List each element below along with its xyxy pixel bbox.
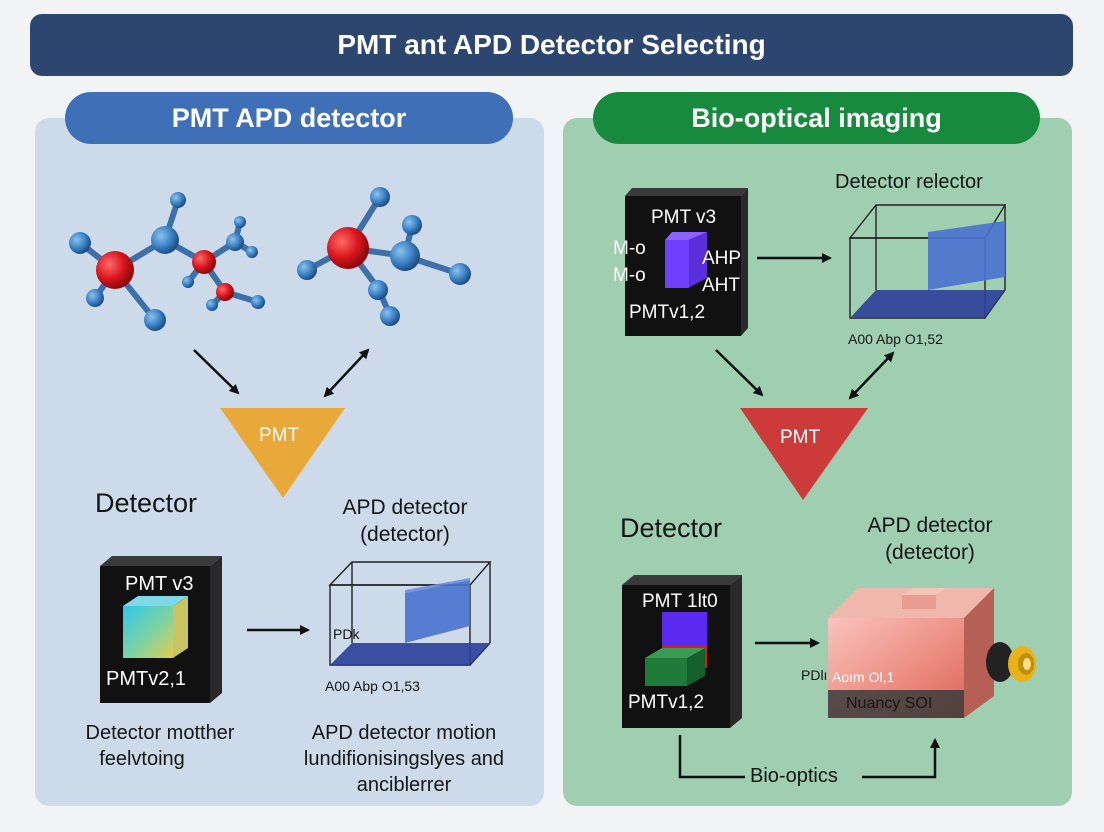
- bio-optics-path-right: [862, 738, 940, 779]
- right-apd-heading-line1: APD detector: [867, 514, 993, 537]
- selector-chart-bottom-label: A00 Abp O1,52: [848, 331, 943, 347]
- left-apd-heading-line2: (detector): [360, 523, 450, 546]
- device-right-top-label: PMT v3: [651, 207, 717, 228]
- apd-detector-device-icon: [828, 588, 1036, 718]
- device-right-bottom-bottom-label: PMTv1,2: [628, 692, 705, 713]
- apd-label-1: Aoım Ol,1: [832, 669, 895, 685]
- right-apd-heading-line2: (detector): [885, 541, 975, 564]
- arrow-left-bidirectional: [323, 348, 370, 398]
- device-right-left-label-1: M-o: [613, 238, 646, 259]
- device-right-bottom-label: PMTv1,2: [629, 302, 706, 323]
- molecule-right-atoms: [297, 187, 471, 326]
- device-right-bottom-top-label: PMT 1lt0: [642, 591, 718, 612]
- apd-chart-left-surface-top: [405, 578, 470, 593]
- right-detector-heading: Detector: [620, 513, 723, 543]
- device-right-right-label-1: AHP: [702, 248, 742, 269]
- device-left-top-label: PMT v3: [125, 573, 194, 595]
- device-left-bottom-label: PMTv2,1: [106, 668, 187, 690]
- apd-chart-left-surface: [405, 580, 470, 643]
- arrow-right-bidirectional: [848, 351, 895, 400]
- pmt-device-left-icon: [100, 556, 222, 703]
- pmt-device-right-icon: [625, 188, 748, 336]
- bio-optics-label: Bio-optics: [750, 765, 838, 787]
- page-title: PMT ant APD Detector Selecting: [30, 14, 1073, 76]
- device-right-left-label-2: M-o: [613, 265, 646, 286]
- apd-label-2: Nuancy SOI: [846, 695, 933, 712]
- left-chart-bottom-label: A00 Abp O1,53: [325, 678, 420, 694]
- left-caption-1-line1: Detector motther: [85, 722, 235, 744]
- left-caption-2-line1: APD detector motion: [311, 722, 497, 744]
- left-caption-1-line2: feelvtoing: [99, 748, 185, 770]
- arrow-right-in: [715, 349, 764, 397]
- apd-side-label: PDlı: [801, 667, 828, 683]
- left-apd-heading-line1: APD detector: [342, 496, 468, 519]
- funnel-left-label: PMT: [259, 425, 300, 446]
- funnel-pmt-right: [740, 408, 868, 500]
- left-chart-side-label: PDk: [333, 626, 360, 642]
- right-panel-header: Bio-optical imaging: [593, 92, 1040, 144]
- arrow-left-in: [193, 349, 240, 395]
- selector-chart-right-floor: [850, 290, 1005, 318]
- bio-optics-path-left: [678, 735, 745, 779]
- selector-label: Detector relector: [835, 171, 983, 193]
- apd-chart-left-floor: [330, 643, 490, 665]
- device-right-right-label-2: AHT: [702, 275, 740, 296]
- left-panel-header: PMT APD detector: [65, 92, 513, 144]
- funnel-pmt-left: [220, 408, 345, 498]
- funnel-right-label: PMT: [780, 427, 821, 448]
- left-caption-2-line2: lundifionisingslyes and: [303, 748, 505, 770]
- left-detector-heading: Detector: [95, 488, 198, 518]
- selector-chart-right-surface: [928, 221, 1005, 290]
- molecule-left-atoms: [69, 192, 265, 331]
- left-caption-2-line3: anciblerrer: [356, 774, 452, 796]
- pmt-device-right-bottom-icon: [622, 575, 742, 728]
